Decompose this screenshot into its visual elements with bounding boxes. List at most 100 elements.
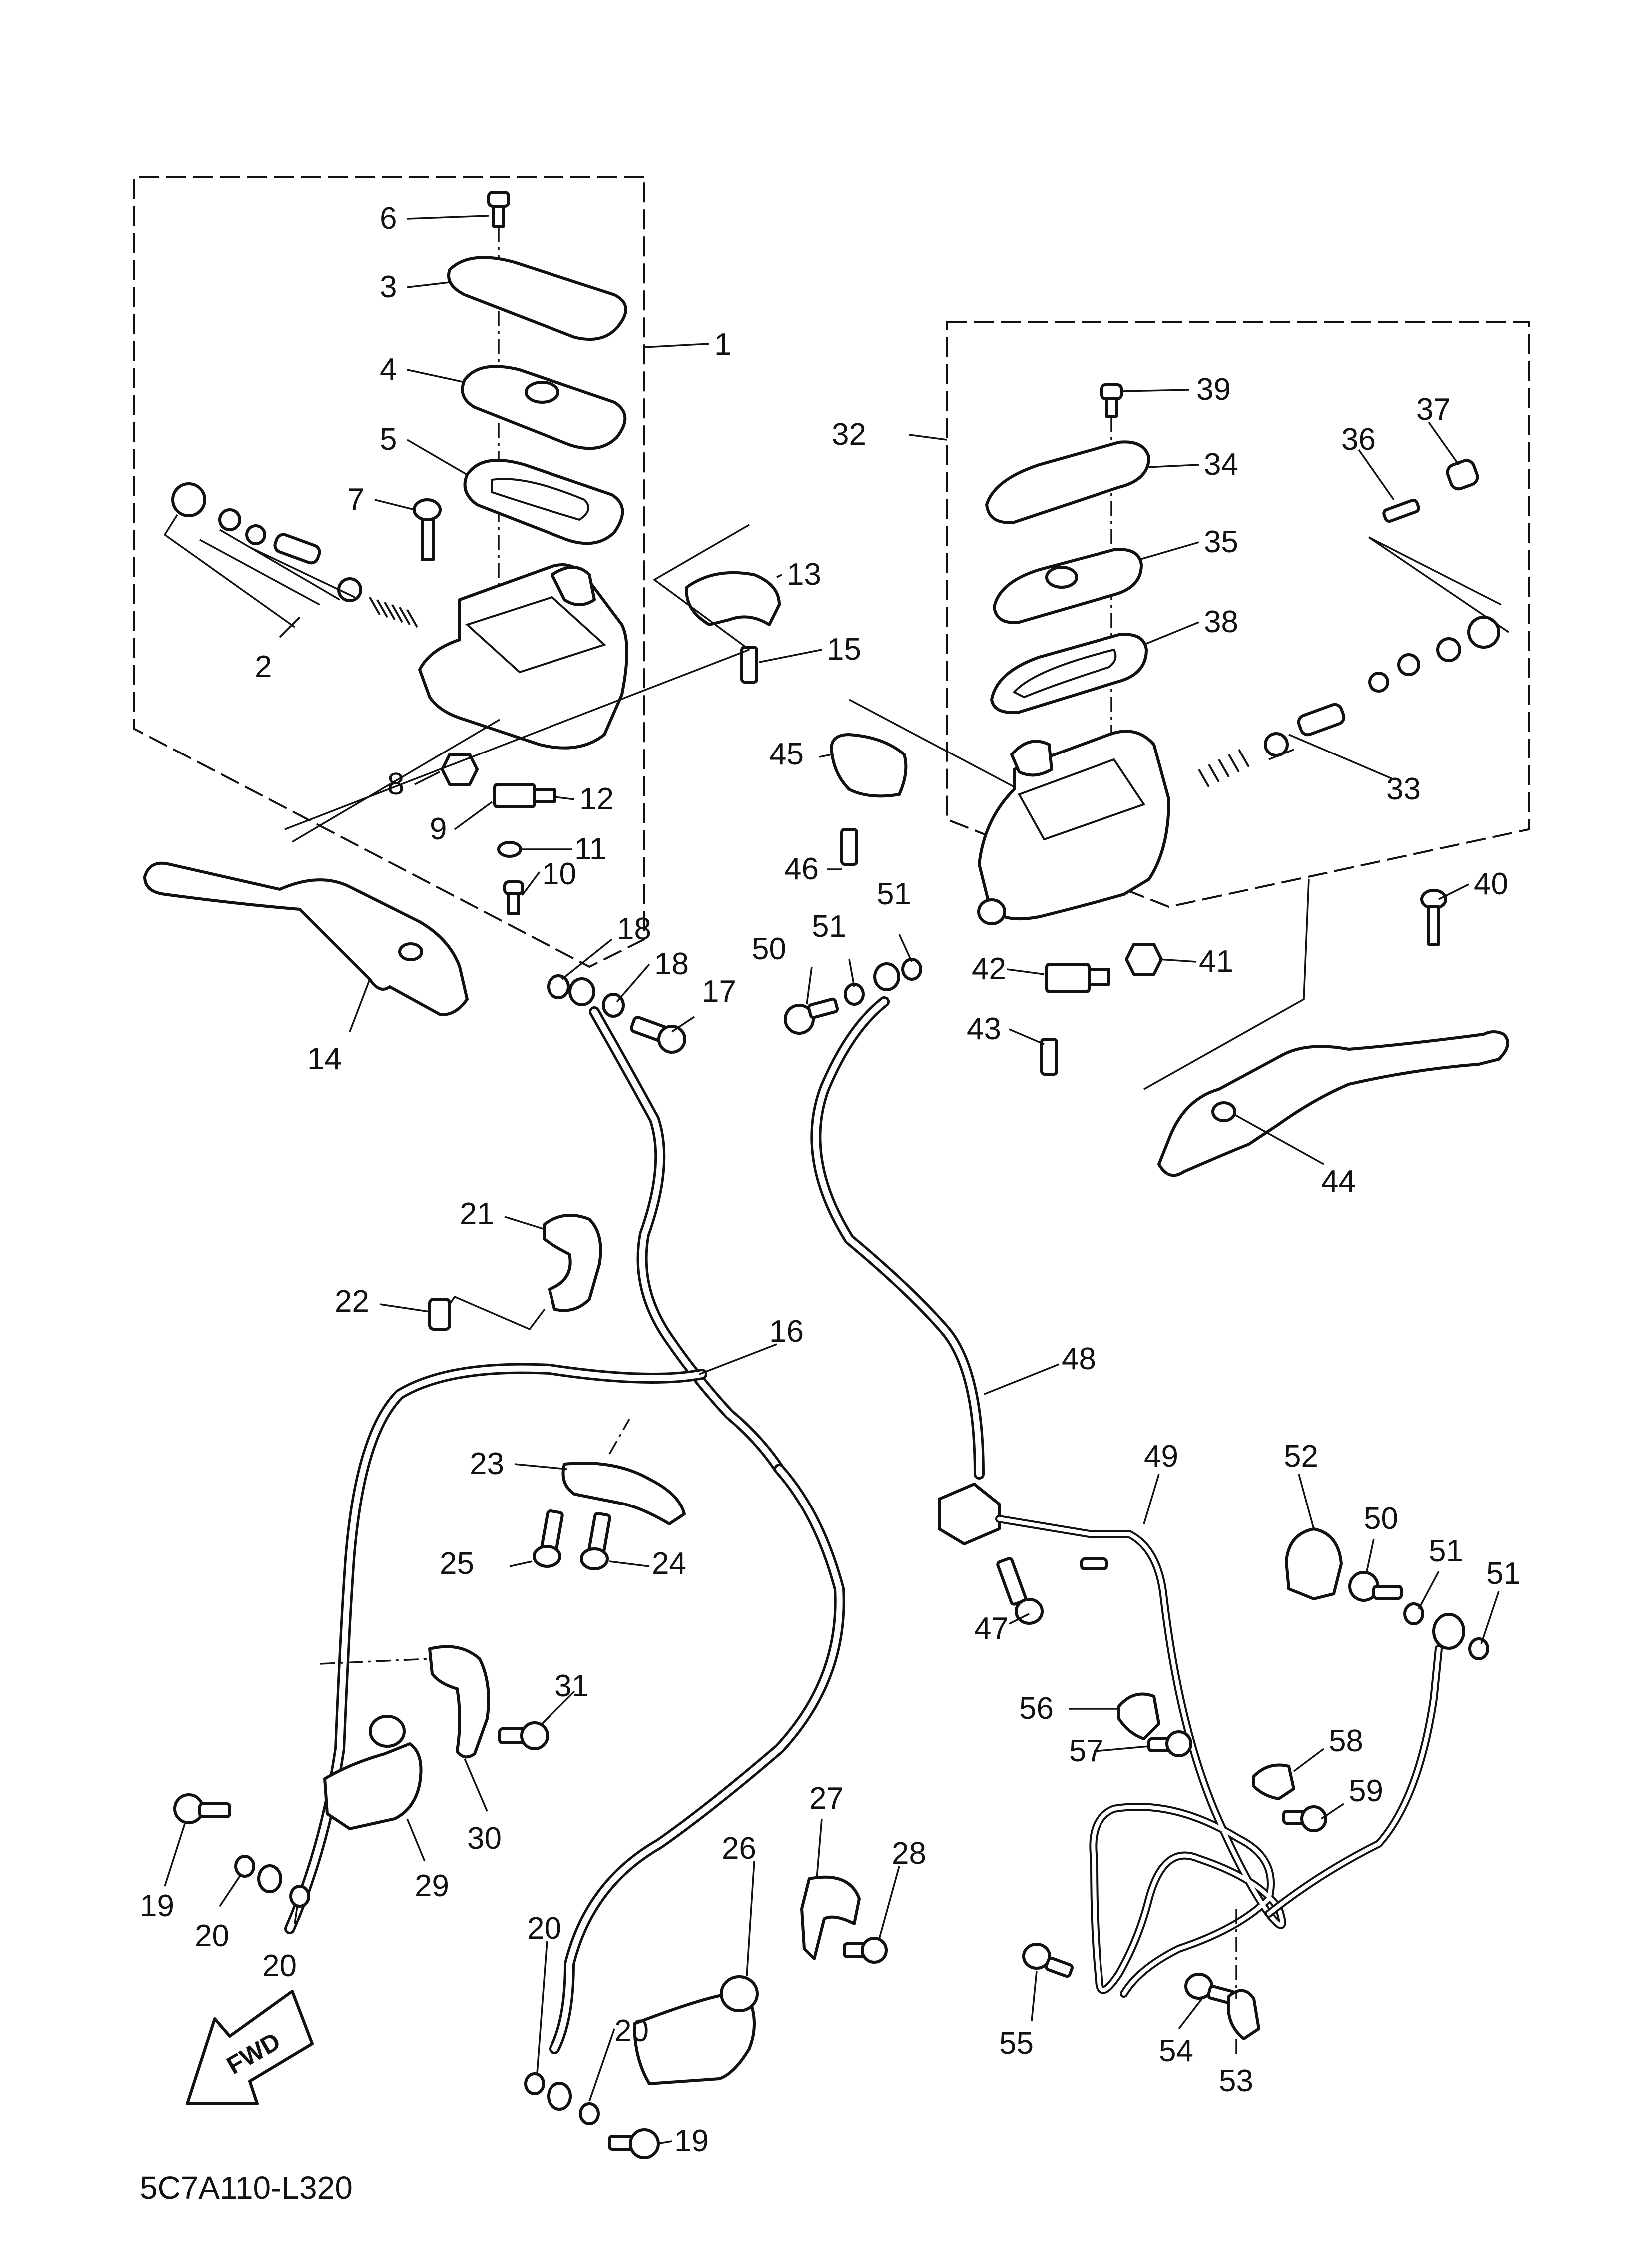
clamp-56-part [1117, 1692, 1160, 1740]
nut-8-part [441, 753, 479, 786]
left-master-cylinder-group [143, 191, 628, 1016]
washer-51a-part [844, 983, 865, 1006]
cap-34-part [985, 440, 1150, 524]
bolt-50b-part [1348, 1571, 1403, 1602]
callout-26: 26 [722, 1831, 756, 1866]
callout-49: 49 [1144, 1439, 1178, 1474]
callout-32: 32 [832, 417, 866, 452]
callout-20c: 20 [527, 1911, 561, 1946]
callout-53: 53 [1219, 2064, 1253, 2098]
callout-51a: 51 [812, 909, 846, 944]
callout-56: 56 [1019, 1691, 1054, 1726]
washer-18-part [547, 974, 570, 999]
washer-51b-part [901, 958, 922, 981]
callout-11: 11 [574, 832, 606, 866]
bolt-31-part [498, 1721, 549, 1750]
clamp-52-part [1285, 1527, 1343, 1600]
callout-16: 16 [769, 1314, 804, 1349]
callout-58: 58 [1329, 1724, 1363, 1758]
bolt-57-part [1147, 1730, 1192, 1757]
washer-20-part [234, 1855, 255, 1878]
hose-48-part [810, 996, 985, 1480]
callout-39: 39 [1196, 372, 1231, 407]
callout-7: 7 [347, 482, 364, 517]
hose-16-part [284, 1006, 845, 2054]
callout-labels: 1 2 3 4 5 6 7 8 9 10 11 12 13 14 15 16 1… [140, 201, 1521, 2206]
callout-44: 44 [1321, 1164, 1356, 1199]
pin-36-part [1382, 499, 1420, 523]
brake-pipe-49-part [995, 1515, 1443, 1998]
washer-51c-part [1403, 1602, 1424, 1625]
bolt-28-part [843, 1937, 888, 1964]
bolt-54-part [1184, 1973, 1236, 2005]
callout-22: 22 [335, 1284, 369, 1319]
callout-51d: 51 [1486, 1556, 1521, 1591]
callout-18a: 18 [617, 912, 651, 946]
callout-20d: 20 [614, 2014, 649, 2048]
boot-37-part [1446, 459, 1479, 491]
callout-21: 21 [460, 1197, 494, 1231]
clamp-58-part [1252, 1763, 1295, 1800]
holder-29-part [323, 1742, 423, 1830]
callout-31: 31 [554, 1669, 589, 1703]
callout-4: 4 [380, 352, 397, 387]
bolt-17-part [630, 1016, 686, 1054]
screw-39-part [1100, 383, 1123, 418]
screw-6-part [487, 191, 510, 228]
callout-24: 24 [652, 1546, 686, 1581]
lever-44-part [1157, 1030, 1509, 1177]
bolt-25-part [533, 1509, 564, 1568]
holder-13-part [685, 571, 781, 626]
diagram-code: 5C7A110-L320 [140, 2170, 353, 2206]
bolt-46-part [840, 828, 858, 866]
fwd-arrow-icon [186, 1990, 314, 2105]
callout-47: 47 [974, 1611, 1009, 1646]
diaphragm-38-part [990, 633, 1148, 714]
callout-46: 46 [784, 852, 819, 886]
bolt-59-part [1282, 1805, 1327, 1832]
plate-4-part [461, 365, 627, 450]
callout-57: 57 [1069, 1734, 1103, 1768]
callout-41: 41 [1199, 944, 1233, 979]
bolt-24-part [580, 1511, 611, 1570]
washer-11-part [497, 841, 522, 858]
joint-47-part [938, 1483, 1001, 1545]
lever-14-part [143, 861, 469, 1016]
callout-55: 55 [999, 2026, 1034, 2061]
callout-34: 34 [1204, 447, 1238, 482]
callout-19b: 19 [674, 2124, 709, 2158]
callout-19a: 19 [140, 1889, 174, 1923]
callout-leaders [163, 215, 1500, 2145]
callout-45: 45 [769, 737, 804, 771]
piston-kit-2-part [171, 482, 418, 628]
callout-13: 13 [787, 557, 821, 592]
callout-59: 59 [1349, 1774, 1383, 1808]
washer-20c-part [524, 2072, 545, 2095]
callout-52: 52 [1284, 1439, 1318, 1474]
callout-30: 30 [467, 1821, 502, 1856]
callout-27: 27 [809, 1781, 844, 1816]
callout-25: 25 [440, 1546, 474, 1581]
callout-2: 2 [255, 650, 272, 684]
bracket-21-part [543, 1214, 602, 1312]
cap-3-part [447, 256, 627, 341]
bracket-27-part [800, 1875, 861, 1960]
callout-15: 15 [827, 632, 861, 667]
callout-48: 48 [1062, 1342, 1096, 1376]
banjo-48-part [873, 962, 900, 991]
bracket-30-part [428, 1645, 490, 1759]
bolt-50-part [784, 997, 839, 1035]
switch-9-part [493, 783, 556, 808]
callout-37: 37 [1416, 392, 1451, 427]
callout-42: 42 [972, 952, 1006, 986]
switch-42-part [1045, 963, 1110, 993]
callout-36: 36 [1341, 422, 1376, 457]
callout-6: 6 [380, 201, 397, 236]
callout-5: 5 [380, 422, 397, 457]
clamp-23-part [561, 1462, 686, 1525]
callout-8: 8 [387, 767, 404, 801]
holder-45-part [830, 733, 908, 798]
callout-50a: 50 [752, 932, 786, 966]
bolt-7-part [413, 498, 442, 561]
